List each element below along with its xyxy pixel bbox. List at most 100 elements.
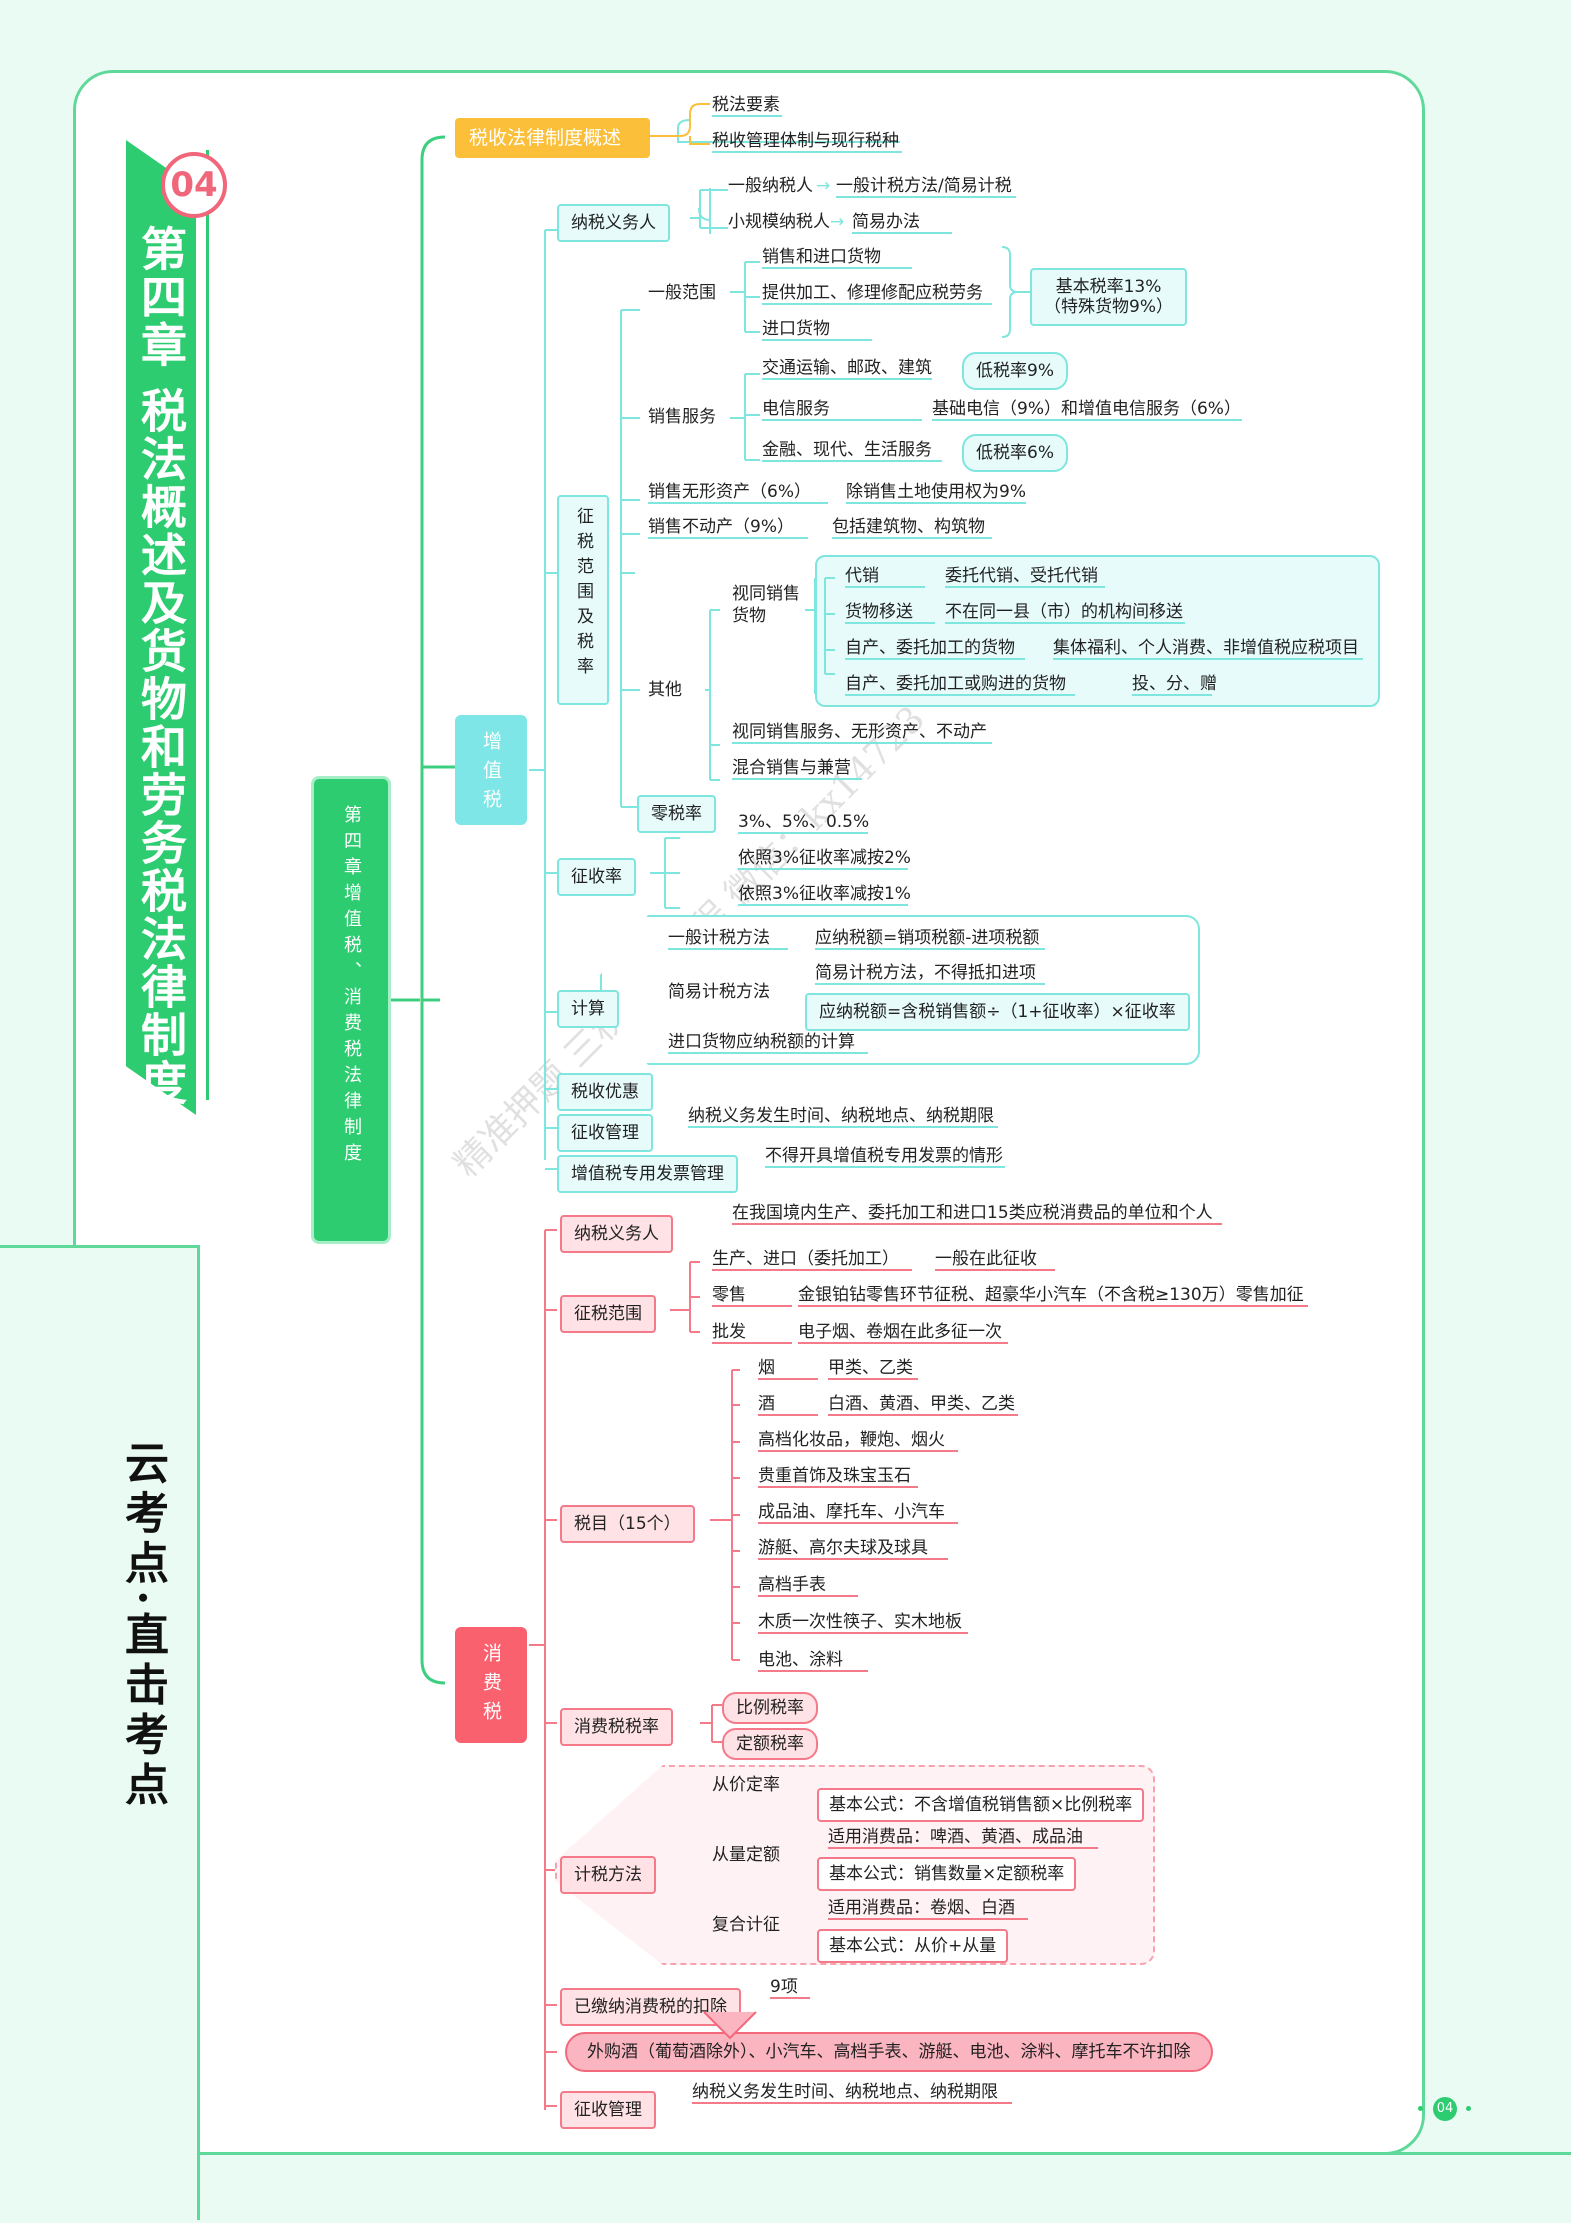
chapter-title: 第四章 税法概述及货物和劳务税法律制度 (134, 225, 188, 1108)
general-scope-item: 销售和进口货物 (762, 247, 912, 269)
overview-connector (650, 103, 710, 145)
deemed-goods-panel (815, 555, 1380, 707)
simple-method: 简易计税方法 (668, 982, 770, 1002)
overview-node: 税收法律制度概述 (455, 118, 650, 158)
excise-items-node: 税目（15个） (560, 1505, 695, 1543)
deemed-row-a: 自产、委托加工的货物 (845, 638, 1025, 660)
specific-formula: 基本公式：销售数量×定额税率 (817, 1857, 1077, 1891)
excise-admin-node: 征收管理 (560, 2091, 656, 2129)
general-scope-item: 提供加工、修理修配应税劳务 (762, 283, 992, 305)
calc-panel (600, 915, 1200, 1065)
service-item: 交通运输、邮政、建筑 (762, 358, 932, 380)
chapter-ribbon (126, 140, 196, 1115)
excise-admin-note: 纳税义务发生时间、纳税地点、纳税期限 (692, 2082, 1012, 2104)
telecom-note: 基础电信（9%）和增值电信服务（6%） (932, 399, 1242, 421)
service-item: 金融、现代、生活服务 (762, 440, 942, 462)
overview-item: 税法要素 (712, 95, 782, 117)
excise-item-a: 贵重首饰及珠宝玉石 (758, 1466, 918, 1488)
calc-node: 计算 (557, 990, 619, 1028)
deduction-exclude: 外购酒（葡萄酒除外）、小汽车、高档手表、游艇、电池、涂料、摩托车不许扣除 (565, 2032, 1213, 2072)
levy-rate-item: 依照3%征收率减按2% (738, 848, 911, 870)
excise-item-a: 游艇、高尔夫球及球具 (758, 1538, 948, 1560)
taxpayer-connector (690, 189, 728, 229)
chapter-badge: 04 (161, 152, 227, 218)
intangible-note: 除销售土地使用权为9% (846, 482, 1026, 504)
compound-formula: 基本公式：从价+从量 (817, 1929, 1009, 1963)
ribbon-shadow (140, 150, 209, 1100)
excise-item-a: 高档化妆品，鞭炮、烟火 (758, 1430, 958, 1452)
excise-scope-a: 生产、进口（委托加工） (712, 1249, 912, 1271)
proportional-rate: 比例税率 (722, 1692, 818, 1724)
general-scope: 一般范围 (648, 283, 716, 303)
excise-item-b: 白酒、黄酒、甲类、乙类 (828, 1394, 1018, 1416)
levy-rate-item: 依照3%征收率减按1% (738, 884, 911, 906)
brace-icon (1001, 246, 1030, 338)
excise-scope-b: 电子烟、卷烟在此多征一次 (798, 1322, 1008, 1344)
levy-rate-node: 征收率 (557, 858, 636, 896)
services-label: 销售服务 (648, 407, 716, 427)
page-indicator: 04 (1416, 2094, 1476, 2124)
simple-formula: 应纳税额=含税销售额÷（1+征收率）×征收率 (805, 993, 1190, 1031)
left-tab (0, 1245, 200, 2220)
realestate-note: 包括建筑物、构筑物 (832, 517, 992, 539)
intangible-label: 销售无形资产（6%） (648, 482, 828, 504)
deduction-arrow (703, 2011, 757, 2040)
other-label: 其他 (648, 680, 682, 700)
mixed-sales: 混合销售与兼营 (732, 758, 862, 780)
service-item: 电信服务 (762, 399, 922, 421)
vat-taxpayer-node: 纳税义务人 (557, 204, 670, 242)
bottom-band (198, 2152, 1571, 2223)
adval-label: 从价定率 (712, 1775, 780, 1795)
side-title: 云考点·直击考点 (117, 1440, 168, 1812)
excise-scope-b: 一般在此征收 (935, 1249, 1055, 1271)
adval-formula: 基本公式：不含增值税销售额×比例税率 (817, 1788, 1145, 1822)
chapter-box: 第四章增值税、消费税法律制度 (311, 776, 391, 1244)
invoice-node: 增值税专用发票管理 (557, 1155, 738, 1193)
deemed-row-b: 集体福利、个人消费、非增值税应税项目 (1053, 638, 1363, 660)
general-scope-item: 进口货物 (762, 319, 872, 341)
arrow-icon: → (830, 212, 845, 232)
deemed-row-a: 货物移送 (845, 602, 935, 624)
deduction-note: 9项 (770, 1977, 810, 1999)
invoice-note: 不得开具增值税专用发票的情形 (765, 1146, 1005, 1168)
compound-apply: 适用消费品：卷烟、白酒 (828, 1898, 1028, 1920)
deemed-row-a: 自产、委托加工或购进的货物 (845, 674, 1075, 696)
realestate-label: 销售不动产（9%） (648, 517, 808, 539)
import-calc: 进口货物应纳税额的计算 (668, 1032, 868, 1054)
page-number: 04 (1433, 2097, 1457, 2121)
vat-admin-node: 征收管理 (557, 1114, 653, 1152)
fixed-rate: 定额税率 (722, 1728, 818, 1760)
low-rate-9: 低税率9% (962, 352, 1068, 390)
deemed-row-b: 投、分、赠 (1132, 674, 1217, 696)
excise-rates-node: 消费税税率 (560, 1708, 673, 1746)
excise-scope-a: 零售 (712, 1285, 792, 1307)
general-taxpayer: 一般纳税人 (728, 176, 813, 196)
overview-item: 税收管理体制与现行税种 (712, 131, 902, 153)
excise-item-a: 高档手表 (758, 1575, 858, 1597)
specific-apply: 适用消费品：啤酒、黄酒、成品油 (828, 1827, 1098, 1849)
excise-taxpayer-note: 在我国境内生产、委托加工和进口15类应税消费品的单位和个人 (732, 1203, 1222, 1225)
general-formula: 应纳税额=销项税额-进项税额 (815, 928, 1045, 950)
deduction-node: 已缴纳消费税的扣除 (560, 1988, 741, 2026)
small-method: 简易办法 (852, 212, 952, 234)
excise-taxpayer-node: 纳税义务人 (560, 1215, 673, 1253)
deemed-row-b: 不在同一县（市）的机构间移送 (945, 602, 1185, 624)
excise-scope-a: 批发 (712, 1322, 792, 1344)
deemed-row-b: 委托代销、受托代销 (945, 566, 1105, 588)
excise-item-a: 成品油、摩托车、小汽车 (758, 1502, 958, 1524)
basic-rate-box: 基本税率13%（特殊货物9%） (1030, 268, 1187, 326)
deemed-row-a: 代销 (845, 566, 925, 588)
general-method: 一般计税方法/简易计税 (836, 176, 1016, 198)
excise-calc-node: 计税方法 (560, 1856, 656, 1894)
general-method: 一般计税方法 (668, 928, 788, 950)
excise-item-b: 甲类、乙类 (828, 1358, 918, 1380)
simple-note: 简易计税方法，不得抵扣进项 (815, 963, 1045, 985)
excise-item-a: 烟 (758, 1358, 818, 1380)
deemed-goods: 视同销售货物 (732, 584, 800, 626)
vat-node: 增值税 (455, 715, 527, 825)
arrow-icon: → (816, 176, 831, 196)
excise-node: 消费税 (455, 1627, 527, 1743)
specific-label: 从量定额 (712, 1845, 780, 1865)
excise-scope-b: 金银铂钻零售环节征税、超豪华小汽车（不含税≥130万）零售加征 (798, 1285, 1308, 1307)
low-rate-6: 低税率6% (962, 434, 1068, 472)
